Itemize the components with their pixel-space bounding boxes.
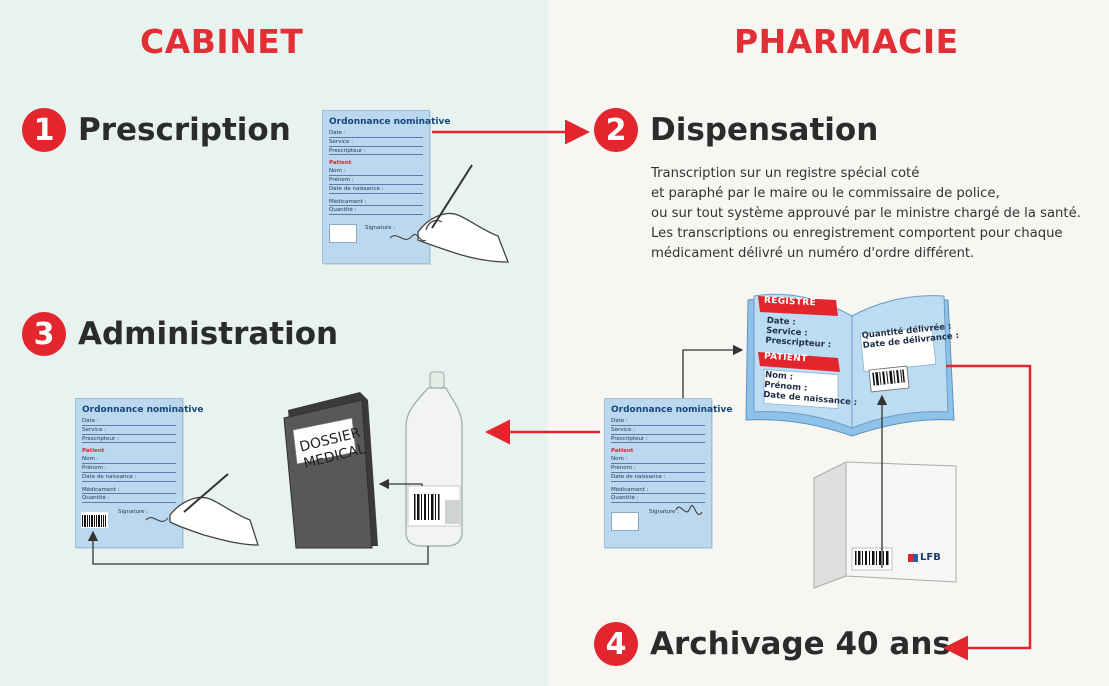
form-field-service: Service : (611, 427, 705, 435)
form-field-patient: Patient (82, 448, 105, 455)
lfb-brand-label: LFB (920, 552, 941, 563)
dossier-medical-folder-icon (283, 392, 378, 549)
step-title-prescription: Prescription (78, 112, 291, 148)
cabinet-panel (0, 0, 548, 686)
arrow-bottle-to-form (87, 530, 429, 565)
step-administration: 3 Administration (22, 312, 338, 356)
form-field-patient: Patient (329, 160, 352, 167)
form-field-date: Date : (82, 418, 176, 426)
form-barcode (81, 512, 108, 528)
form-field-prenom: Prénom : (611, 465, 705, 473)
form-field-date: Date : (329, 130, 423, 138)
form-signature-label: Signature : (365, 225, 396, 231)
dispensation-line: Transcription sur un registre spécial co… (651, 166, 920, 181)
form-field-medicament: Médicament : (611, 487, 705, 495)
registre-fields-top: Date : Service : Prescripteur : (765, 316, 833, 351)
dispensation-line: médicament délivré un numéro d'ordre dif… (651, 246, 975, 261)
pharmacie-header: PHARMACIE (734, 22, 959, 61)
step-number-4: 4 (594, 622, 638, 666)
arrow-registre-to-archivage (943, 364, 1032, 661)
form-signature-label: Signature : (649, 509, 680, 515)
cabinet-header: CABINET (140, 22, 304, 61)
dispensation-description: Transcription sur un registre spécial co… (651, 164, 1106, 264)
form-title: Ordonnance nominative (329, 117, 451, 127)
step-title-dispensation: Dispensation (650, 112, 879, 148)
form-field-date: Date : (611, 418, 705, 426)
form-signature-label: Signature : (118, 509, 149, 515)
form-field-quantite: Quantité : (82, 495, 176, 504)
step-prescription: 1 Prescription (22, 108, 291, 152)
step-number-2: 2 (594, 108, 638, 152)
form-field-prescripteur: Prescripteur : (329, 148, 423, 156)
step-number-3: 3 (22, 312, 66, 356)
form-field-prescripteur: Prescripteur : (82, 436, 176, 444)
form-field-naissance: Date de naissance : (611, 474, 705, 482)
form-field-nom: Nom : (82, 456, 176, 464)
step-dispensation: 2 Dispensation (594, 108, 878, 152)
form-field-prescripteur: Prescripteur : (611, 436, 705, 444)
form-field-quantite: Quantité : (611, 495, 705, 504)
form-field-naissance: Date de naissance : (82, 474, 176, 482)
ordonnance-form-pharmacie: Ordonnance nominative Date : Service : P… (604, 398, 733, 548)
form-title: Ordonnance nominative (82, 405, 204, 415)
form-field-medicament: Médicament : (329, 199, 423, 207)
step-title-administration: Administration (78, 316, 339, 352)
form-field-medicament: Médicament : (82, 487, 176, 495)
form-stamp-box (329, 224, 357, 243)
form-field-service: Service : (82, 427, 176, 435)
form-field-quantite: Quantité : (329, 207, 423, 216)
ordonnance-form-prescription: Ordonnance nominative Date : Service : P… (322, 110, 451, 264)
form-title: Ordonnance nominative (611, 405, 733, 415)
arrow-form-to-registre (682, 344, 744, 398)
arrow-bottle-to-dossier (378, 478, 423, 490)
signing-hand-icon (389, 164, 509, 263)
form-field-nom: Nom : (611, 456, 705, 464)
step-archivage: 4 Archivage 40 ans (594, 622, 951, 666)
signature-scribble (675, 505, 703, 515)
dispensation-line: ou sur tout système approuvé par le mini… (651, 206, 1081, 221)
dispensation-line: Les transcriptions ou enregistrement com… (651, 226, 1063, 241)
step-number-1: 1 (22, 108, 66, 152)
dispensation-line: et paraphé par le maire ou le commissair… (651, 186, 1000, 201)
medicine-bottle-icon (405, 371, 463, 547)
form-field-naissance: Date de naissance : (329, 186, 423, 194)
lfb-medication-box-icon (813, 461, 957, 589)
step-title-archivage: Archivage 40 ans (650, 626, 951, 662)
form-field-prenom: Prénom : (82, 465, 176, 473)
form-stamp-box (611, 512, 639, 531)
signing-hand-icon (145, 473, 259, 546)
form-field-nom: Nom : (329, 168, 423, 176)
registre-book-icon (745, 293, 955, 437)
form-field-patient: Patient (611, 448, 634, 455)
form-field-prenom: Prénom : (329, 177, 423, 185)
form-field-service: Service : (329, 139, 423, 147)
ordonnance-form-administration: Ordonnance nominative Date : Service : P… (75, 398, 204, 548)
